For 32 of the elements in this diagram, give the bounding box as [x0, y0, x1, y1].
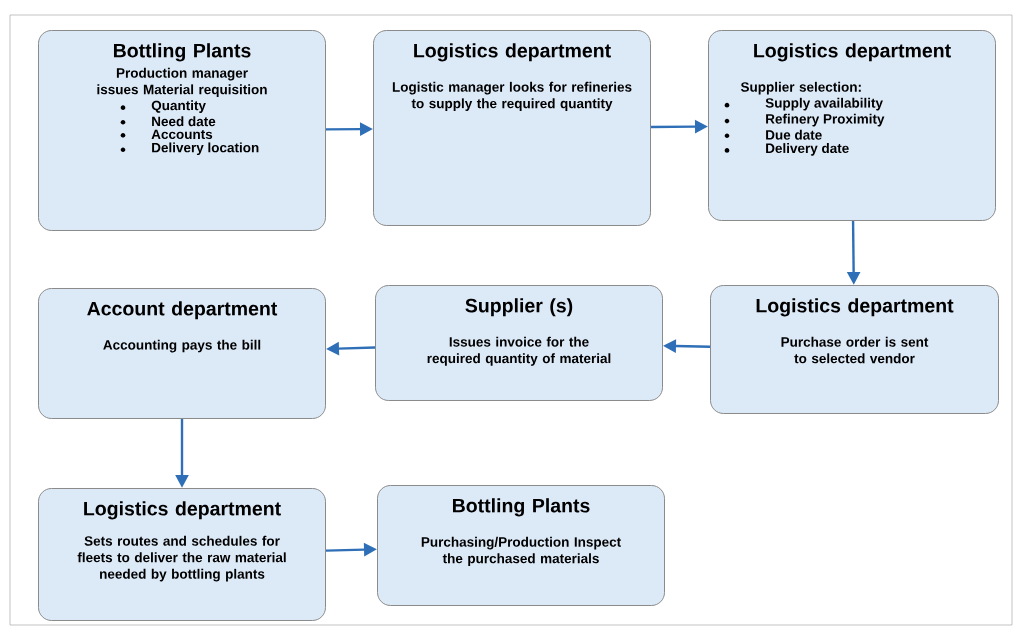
bullet-item: Refinery Proximity	[724, 113, 885, 127]
box-text: Production manager issues Material requisition	[97, 67, 267, 97]
process-box	[710, 285, 999, 414]
box-heading: Logistics department	[84, 501, 281, 520]
process-box	[375, 285, 663, 401]
process-box	[373, 30, 651, 226]
box-heading: Bottling Plants	[114, 43, 251, 62]
box-text: Supplier selection:	[740, 81, 861, 95]
bullet-item: Delivery date	[724, 143, 849, 156]
bullet-item: Quantity	[120, 100, 206, 113]
process-box	[38, 288, 326, 419]
box-text: Purchase order is sent to selected vendor	[781, 336, 929, 364]
box-text: Purchasing/Production Inspect the purchased materials	[421, 536, 621, 566]
box-heading: Logistics department	[754, 43, 951, 62]
box-text: Accounting pays the bill	[103, 339, 261, 353]
box-heading: Account department	[87, 301, 278, 320]
process-box	[38, 30, 326, 231]
box-heading: Logistics department	[756, 298, 954, 317]
bullet-item: Accounts	[120, 129, 213, 140]
box-heading: Supplier (s)	[465, 298, 573, 317]
bullet-item: Need date	[120, 116, 216, 127]
process-box	[708, 30, 996, 221]
bullet-item: Due date	[724, 129, 822, 140]
bullet-item: Supply availability	[724, 97, 883, 111]
box-text: Sets routes and schedules for fleets to deliver the raw material needed by bottling plants	[77, 535, 286, 582]
box-text: Issues invoice for the required quantity of material	[427, 336, 611, 366]
box-heading: Logistics department	[414, 43, 611, 62]
box-text: Logistic manager looks for refineries to supply the required quantity	[392, 81, 632, 111]
bullet-item: Delivery location	[120, 142, 259, 156]
process-box	[38, 488, 326, 621]
process-box	[377, 485, 665, 606]
box-heading: Bottling Plants	[453, 498, 590, 517]
